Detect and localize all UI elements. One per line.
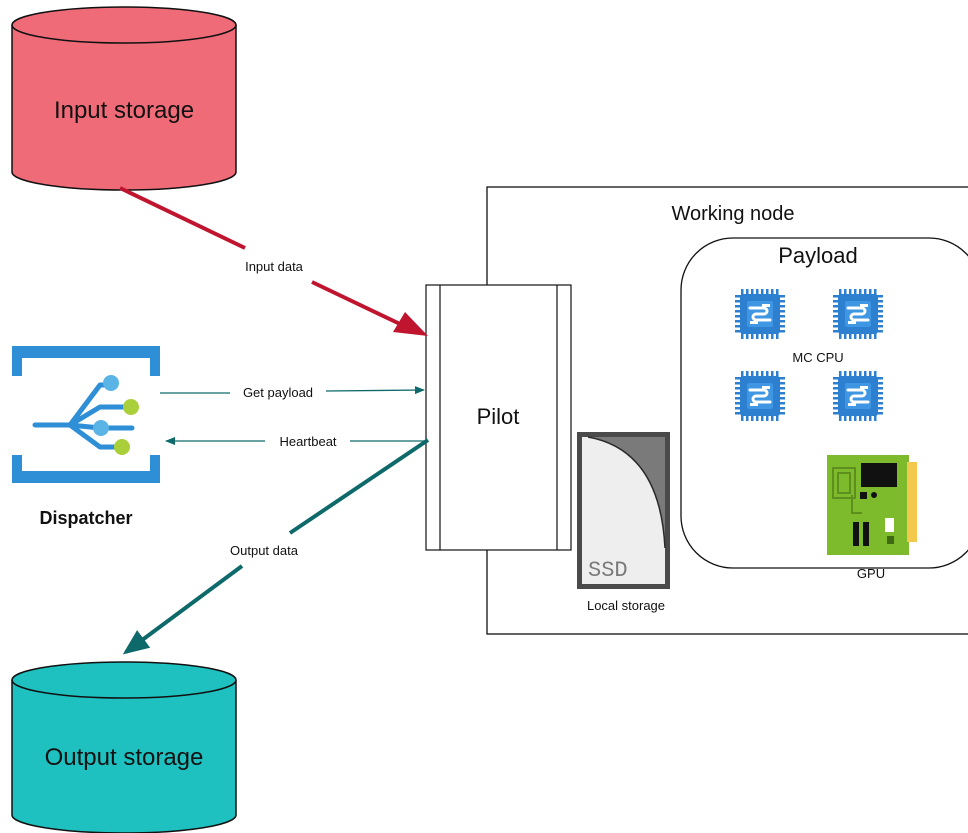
- output-storage-label: Output storage: [45, 744, 204, 771]
- input-storage: Input storage: [11, 6, 237, 191]
- output-data-arrow: [288, 438, 430, 535]
- payload-box: [680, 237, 968, 569]
- output-storage: Output storage: [11, 661, 237, 833]
- output-data-arrow: [122, 564, 244, 655]
- gpu-card-icon: [827, 455, 917, 555]
- pilot-label: Pilot: [477, 404, 520, 429]
- input-data-label: Input data: [245, 259, 304, 274]
- working-node-label: Working node: [671, 203, 794, 225]
- cpu-chip-icon: [733, 287, 787, 341]
- input-storage-label: Input storage: [54, 97, 194, 124]
- dispatcher-tree-icon: [12, 346, 160, 483]
- heartbeat-label: Heartbeat: [279, 434, 336, 449]
- input-data-arrow: [311, 280, 401, 326]
- cpu-chip-icon: [831, 369, 885, 423]
- cpu-chip-icon: [733, 369, 787, 423]
- mc-cpu-label: MC CPU: [792, 350, 843, 365]
- ssd-drive-icon: SSD: [577, 432, 670, 589]
- output-data-label: Output data: [230, 543, 299, 558]
- cpu-chip-icon: [831, 287, 885, 341]
- payload-label: Payload: [778, 243, 858, 268]
- gpu-label: GPU: [857, 566, 885, 581]
- get-payload-label: Get payload: [243, 385, 313, 400]
- input-data-arrowhead: [393, 312, 428, 336]
- local-storage-label: Local storage: [587, 598, 665, 613]
- pilot-box: [425, 284, 572, 551]
- input-data-arrow: [119, 186, 246, 250]
- dispatcher-label: Dispatcher: [39, 508, 132, 528]
- ssd-text: SSD: [588, 558, 628, 583]
- get-payload-arrow: [325, 386, 425, 395]
